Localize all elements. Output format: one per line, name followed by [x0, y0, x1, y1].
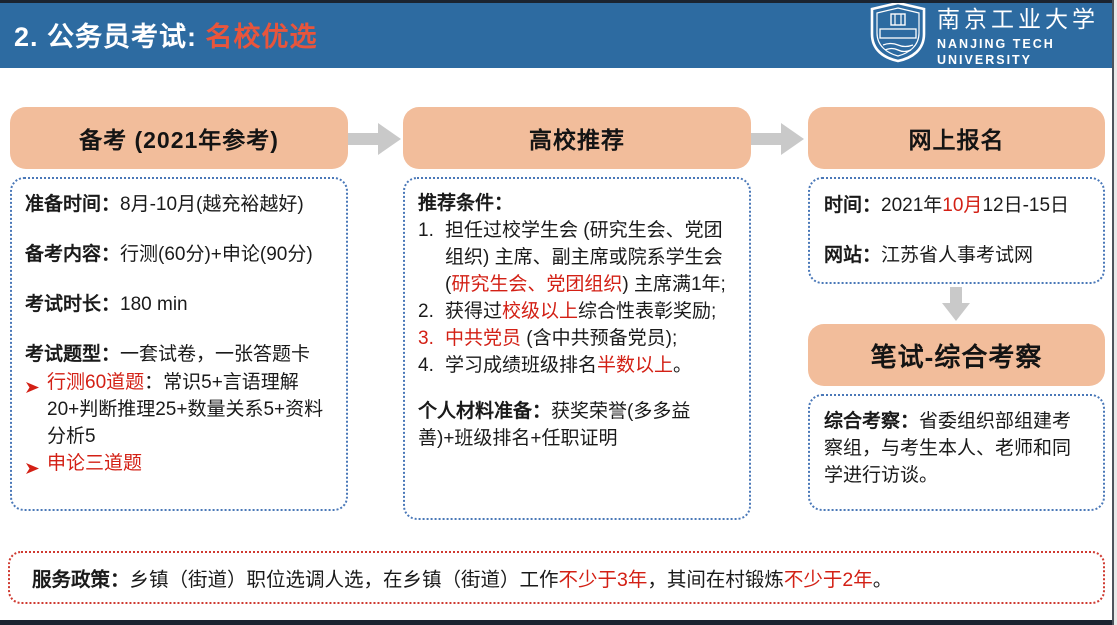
- slide-right-edge: [1112, 0, 1117, 625]
- preparation-detail-box: 准备时间：8月-10月(越充裕越好) 备考内容：行测(60分)+申论(90分) …: [10, 177, 348, 511]
- step-header-registration: 网上报名: [808, 107, 1105, 169]
- exam-bullet-shenlun: 申论三道题: [25, 451, 333, 484]
- slide-bottom-edge: [0, 620, 1117, 625]
- service-policy-text: 服务政策：乡镇（街道）职位选调人选，在乡镇（街道）工作不少于3年，其间在村锻炼不…: [32, 569, 893, 591]
- inspection-detail-box: 综合考察：省委组织部组建考察组，与考生本人、老师和同学进行访谈。: [808, 394, 1105, 511]
- university-name: 南京工业大学 NANJING TECH UNIVERSITY: [937, 0, 1099, 68]
- university-logo: 南京工业大学 NANJING TECH UNIVERSITY: [869, 0, 1099, 68]
- page-title: 2. 公务员考试: 名校优选: [14, 15, 318, 54]
- exam-duration-line: 考试时长：180 min: [25, 293, 188, 315]
- page-title-highlight: 名校优选: [205, 21, 318, 52]
- conditions-list: 1. 担任过校学生会 (研究生会、党团组织) 主席、副主席或院系学生会 (研究生…: [418, 218, 736, 380]
- step-header-recommendation: 高校推荐: [403, 107, 751, 169]
- recommendation-detail-box: 推荐条件： 1. 担任过校学生会 (研究生会、党团组织) 主席、副主席或院系学生…: [403, 177, 751, 520]
- condition-item-3: 3. 中共党员 (含中共预备党员);: [418, 327, 678, 349]
- title-bar: 2. 公务员考试: 名校优选 南京工业大学 NANJING TECH: [0, 0, 1117, 68]
- inspection-text: 综合考察：省委组织部组建考察组，与考生本人、老师和同学进行访谈。: [824, 411, 1072, 486]
- page-title-prefix: 2. 公务员考试:: [14, 21, 206, 52]
- step-header-written-exam: 笔试-综合考察: [808, 324, 1105, 386]
- step-header-preparation: 备考 (2021年参考): [10, 107, 348, 169]
- prep-content-line: 备考内容：行测(60分)+申论(90分): [25, 243, 313, 265]
- flow-arrow-down-icon: [941, 287, 971, 327]
- service-policy-box: 服务政策：乡镇（街道）职位选调人选，在乡镇（街道）工作不少于3年，其间在村锻炼不…: [8, 551, 1105, 604]
- personal-materials-line: 个人材料准备：获奖荣誉(多多益善)+班级排名+任职证明: [418, 400, 691, 449]
- condition-item-4: 4. 学习成绩班级排名半数以上。: [418, 354, 693, 376]
- registration-detail-box: 时间：2021年10月12日-15日 网站：江苏省人事考试网: [808, 177, 1105, 284]
- red-arrow-bullet-icon: [25, 451, 47, 484]
- flow-arrow-right-icon: [348, 122, 402, 161]
- condition-item-2: 2. 获得过校级以上综合性表彰奖励;: [418, 300, 717, 322]
- prep-time-line: 准备时间：8月-10月(越充裕越好): [25, 194, 304, 215]
- university-name-cn: 南京工业大学: [937, 6, 1099, 32]
- conditions-title: 推荐条件：: [418, 193, 514, 214]
- exam-bullet-xingce: 行测60道题：常识5+言语理解20+判断推理25+数量关系5+资料分析5: [25, 370, 333, 451]
- registration-time-line: 时间：2021年10月12日-15日: [824, 195, 1070, 216]
- red-arrow-bullet-icon: [25, 370, 47, 403]
- exam-format-line: 考试题型：一套试卷，一张答题卡: [25, 343, 311, 365]
- slide-top-edge: [0, 0, 1117, 3]
- flow-arrow-right-icon: [751, 122, 805, 161]
- university-crest-icon: [869, 1, 927, 68]
- university-name-en: NANJING TECH UNIVERSITY: [937, 36, 1055, 67]
- registration-site-line: 网站：江苏省人事考试网: [824, 244, 1034, 266]
- condition-item-1: 1. 担任过校学生会 (研究生会、党团组织) 主席、副主席或院系学生会 (研究生…: [418, 219, 726, 295]
